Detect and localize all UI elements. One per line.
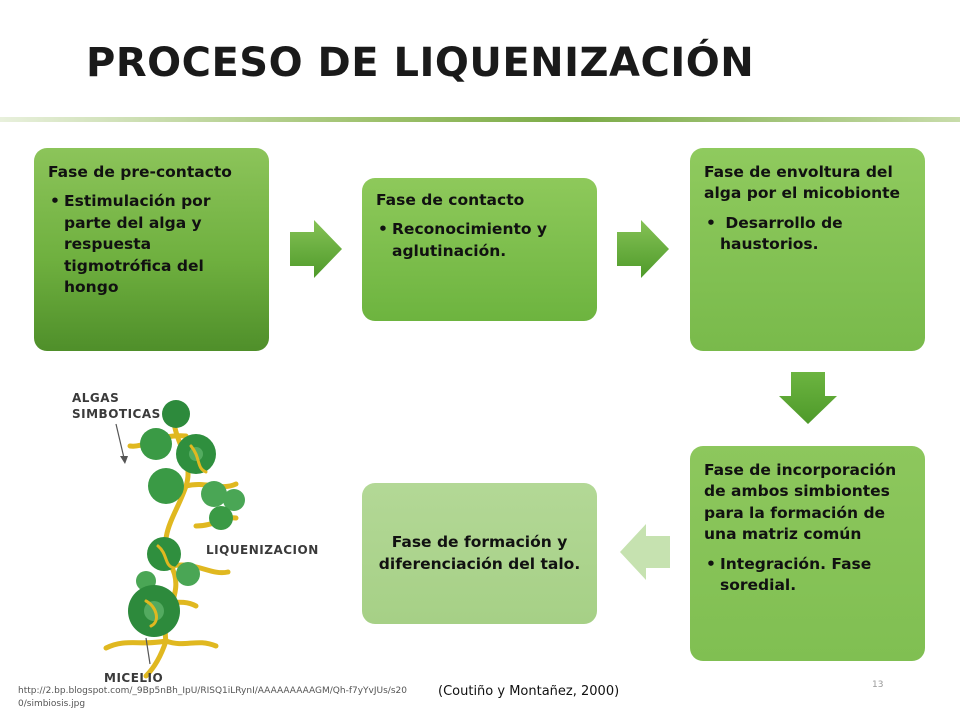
citation: (Coutiño y Montañez, 2000) [438,684,620,699]
arrow-right-icon [617,220,669,278]
title-underline [0,117,960,122]
phase-bullets: Estimulación por parte del alga y respue… [48,191,257,298]
label-micelio: MICELIO [104,671,163,685]
phase-box-envelopment: Fase de envoltura del alga por el micobi… [690,148,925,351]
phase-bullet: Reconocimiento y aglutinación. [378,219,587,262]
source-url: http://2.bp.blogspot.com/_9Bp5nBh_IpU/RI… [18,686,407,710]
lichenization-illustration: ALGAS SIMBOTICAS LIQUENIZACION MICELIO [72,391,319,685]
phase-heading: Fase de incorporación de ambos simbionte… [704,461,897,544]
phase-bullet: Desarrollo de haustorios. [706,213,913,256]
slide-title: PROCESO DE LIQUENIZACIÓN [86,40,755,86]
phase-bullets: Desarrollo de haustorios. [704,213,913,256]
phase-bullet: Estimulación por parte del alga y respue… [50,191,257,298]
label-liquenizacion: LIQUENIZACION [206,543,319,557]
phase-heading: Fase de contacto [376,191,525,209]
phase-box-incorporation: Fase de incorporación de ambos simbionte… [690,446,925,661]
label-algas: ALGAS [72,391,119,405]
phase-box-differentiation: Fase de formación y diferenciación del t… [362,483,597,624]
phase-bullets: Reconocimiento y aglutinación. [376,219,587,262]
phase-box-pre-contact: Fase de pre-contacto Estimulación por pa… [34,148,269,351]
arrow-left-icon [620,524,670,580]
slide-number: 13 [872,680,884,690]
phase-bullets: Integración. Fase soredial. [704,554,913,597]
arrow-right-icon [290,220,342,278]
phase-heading: Fase de envoltura del alga por el micobi… [704,163,901,203]
phase-bullet: Integración. Fase soredial. [706,554,913,597]
label-simboticas: SIMBOTICAS [72,407,161,421]
phase-heading: Fase de formación y diferenciación del t… [378,533,581,573]
arrow-down-icon [779,372,837,424]
phase-heading: Fase de pre-contacto [48,163,232,181]
phase-box-contact: Fase de contacto Reconocimiento y agluti… [362,178,597,321]
